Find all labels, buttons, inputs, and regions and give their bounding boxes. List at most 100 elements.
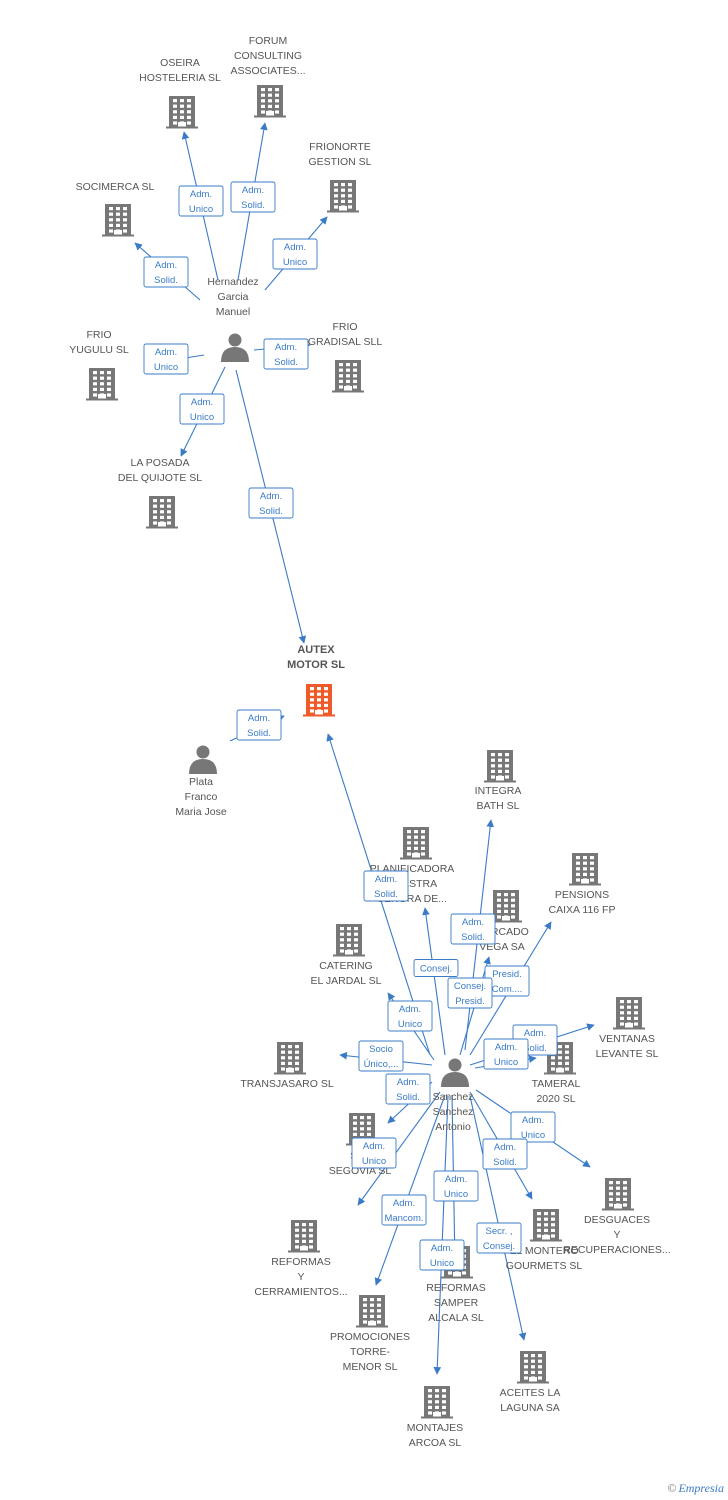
node-label-text: FRIONORTE (309, 141, 371, 153)
building-icon[interactable] (274, 1042, 306, 1075)
edge-label-hernandez-to-oseira[interactable]: Adm.Unico (178, 185, 224, 217)
node-reformasc[interactable]: REFORMASYCERRAMIENTOS... (254, 1220, 348, 1298)
edge-label-hernandez-to-laposada[interactable]: Adm.Unico (179, 393, 225, 425)
edge-role-text: Adm. (445, 1174, 467, 1185)
edge-label-sanchez-to-transjasaro[interactable]: SocioÚnico,... (358, 1040, 404, 1072)
building-icon[interactable] (333, 924, 365, 957)
person-icon[interactable] (221, 333, 249, 363)
edge-label-sanchez-to-autex[interactable]: Adm.Solid. (363, 870, 409, 902)
building-icon[interactable] (613, 997, 645, 1030)
edge-role-text: Adm. (363, 1141, 385, 1152)
building-icon[interactable] (484, 750, 516, 783)
building-icon[interactable] (530, 1209, 562, 1242)
node-label-text: Y (613, 1229, 620, 1241)
edge-label-sanchez-to-satsegovia[interactable]: Adm.Solid. (385, 1073, 431, 1105)
building-icon[interactable] (146, 496, 178, 529)
edge-sanchez-to-planificadora (422, 907, 446, 1056)
edge-label-sanchez-to-elmontero[interactable]: Adm.Solid. (482, 1138, 528, 1170)
edge-role-text: Adm. (191, 397, 213, 408)
main-company-building-icon[interactable] (303, 684, 335, 717)
edge-role-text: Solid. (154, 275, 178, 286)
edge-labels-layer: Adm.UnicoAdm.Solid.Adm.UnicoAdm.Solid.Ad… (143, 181, 558, 1271)
edge-label-sanchez-to-reformasc[interactable]: Adm.Unico (351, 1137, 397, 1169)
node-label-text: TRANSJASARO SL (240, 1078, 334, 1090)
building-icon[interactable] (517, 1351, 549, 1384)
node-label-text: Franco (185, 791, 218, 803)
building-icon[interactable] (490, 890, 522, 923)
node-label-text: DESGUACES (584, 1214, 650, 1226)
edge-label-hernandez-to-frioyugulu[interactable]: Adm.Unico (143, 343, 189, 375)
edge-role-text: Único,... (364, 1059, 399, 1070)
edge-role-text: Adm. (248, 713, 270, 724)
building-icon[interactable] (356, 1295, 388, 1328)
edge-label-hernandez-to-friogradisal[interactable]: Adm.Solid. (263, 338, 309, 370)
edge-role-text: Adm. (190, 189, 212, 200)
building-icon[interactable] (327, 180, 359, 213)
building-icon[interactable] (288, 1220, 320, 1253)
edge-label-sanchez-to-integra[interactable]: Adm.Solid. (450, 913, 496, 945)
edge-label-sanchez-to-catering[interactable]: Adm. Unico (387, 1000, 433, 1032)
person-icon[interactable] (189, 745, 217, 775)
edge-label-sanchez-to-desguaces[interactable]: Adm.Unico (510, 1111, 556, 1143)
node-transjasaro[interactable]: TRANSJASARO SL (240, 1042, 334, 1090)
edge-label-hernandez-to-socimerca[interactable]: Adm.Solid. (143, 256, 189, 288)
node-label-text: Garcia (218, 291, 249, 303)
edge-label-sanchez-to-aceites[interactable]: Secr. ,Consej. (476, 1222, 522, 1254)
node-label-text: Sanchez (433, 1106, 474, 1118)
building-icon[interactable] (102, 204, 134, 237)
node-label-text: Maria Jose (175, 806, 227, 818)
node-desguaces[interactable]: DESGUACES Y RECUPERACIONES... (563, 1178, 671, 1256)
edge-label-hernandez-to-frionorte[interactable]: Adm.Unico (272, 238, 318, 270)
building-icon[interactable] (86, 368, 118, 401)
building-icon[interactable] (602, 1178, 634, 1211)
edge-label-sanchez-to-reformass[interactable]: Adm.Unico (433, 1170, 479, 1202)
edge-label-sanchez-to-mercado[interactable]: Consej.Presid. (447, 977, 493, 1009)
edge-role-text: Unico (398, 1019, 422, 1030)
building-icon[interactable] (254, 85, 286, 118)
edge-label-sanchez-to-promociones[interactable]: Adm.Mancom. (381, 1194, 427, 1226)
edge-role-text: Adm. (393, 1198, 415, 1209)
building-icon[interactable] (421, 1386, 453, 1419)
edge-role-text: Solid. (396, 1092, 420, 1103)
node-forum[interactable]: FORUMCONSULTINGASSOCIATES... (230, 35, 306, 118)
building-icon[interactable] (544, 1042, 576, 1075)
edge-label-hernandez-to-forum[interactable]: Adm.Solid. (230, 181, 276, 213)
building-icon[interactable] (400, 827, 432, 860)
edge-label-plata-to-autex[interactable]: Adm.Solid. (236, 709, 282, 741)
node-socimerca[interactable]: SOCIMERCA SL (76, 181, 155, 237)
edge-label-hernandez-to-autex[interactable]: Adm.Solid. (248, 487, 294, 519)
building-icon[interactable] (166, 96, 198, 129)
empresia-watermark[interactable]: ©Empresia (667, 1481, 724, 1496)
edge-role-text: Solid. (374, 889, 398, 900)
edge-label-sanchez-to-tameral[interactable]: Adm.Unico (483, 1038, 529, 1070)
building-icon[interactable] (332, 360, 364, 393)
edge-label-sanchez-to-pensions[interactable]: Presid.Com.... (484, 965, 530, 997)
node-label-text: RECUPERACIONES... (563, 1244, 670, 1256)
person-icon[interactable] (441, 1058, 469, 1088)
building-icon[interactable] (569, 853, 601, 886)
edge-label-sanchez-to-planificadora[interactable]: Consej. (413, 959, 459, 977)
node-label-text: LA POSADA (131, 457, 190, 469)
edge-role-text: Adm. (399, 1004, 421, 1015)
edge-label-sanchez-to-montajes[interactable]: Adm.Unico (419, 1239, 465, 1271)
